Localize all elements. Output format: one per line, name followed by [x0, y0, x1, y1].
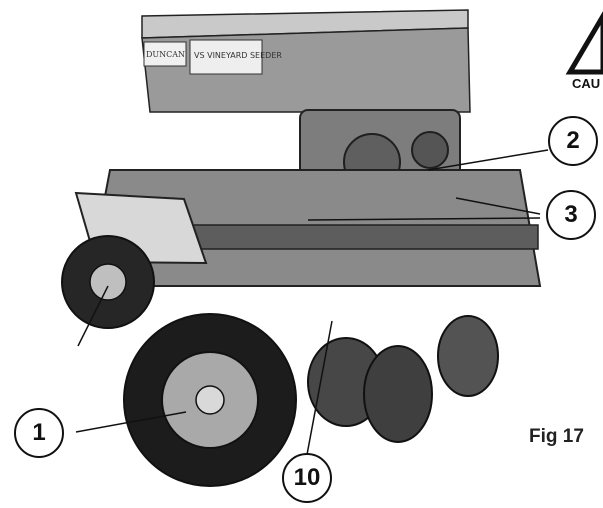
callout-line-3b	[307, 217, 541, 221]
small-wheel-hub	[89, 263, 127, 301]
callout-line-2	[427, 149, 549, 171]
model-text: VS VINEYARD SEEDER	[194, 51, 282, 60]
model-plate	[189, 39, 263, 75]
caution-triangle	[565, 11, 603, 75]
callout-line-3a	[455, 197, 541, 215]
callout-3: 3	[546, 190, 596, 240]
callout-1: 1	[14, 408, 64, 458]
caution-label: CAU	[572, 76, 601, 91]
brand-plate	[143, 41, 187, 67]
callout-10: 10	[282, 453, 332, 503]
callout-2: 2	[548, 116, 598, 166]
callout-line-1b	[77, 285, 109, 347]
brand-text: DUNCAN	[146, 50, 185, 59]
large-wheel-hub	[195, 385, 225, 415]
figure-label: Fig 17	[529, 426, 584, 447]
callout-line-10	[305, 320, 333, 461]
disc-2	[363, 345, 433, 443]
callout-line-1	[75, 411, 187, 433]
drive-wheel-right	[411, 131, 449, 169]
disc-3	[437, 315, 499, 397]
